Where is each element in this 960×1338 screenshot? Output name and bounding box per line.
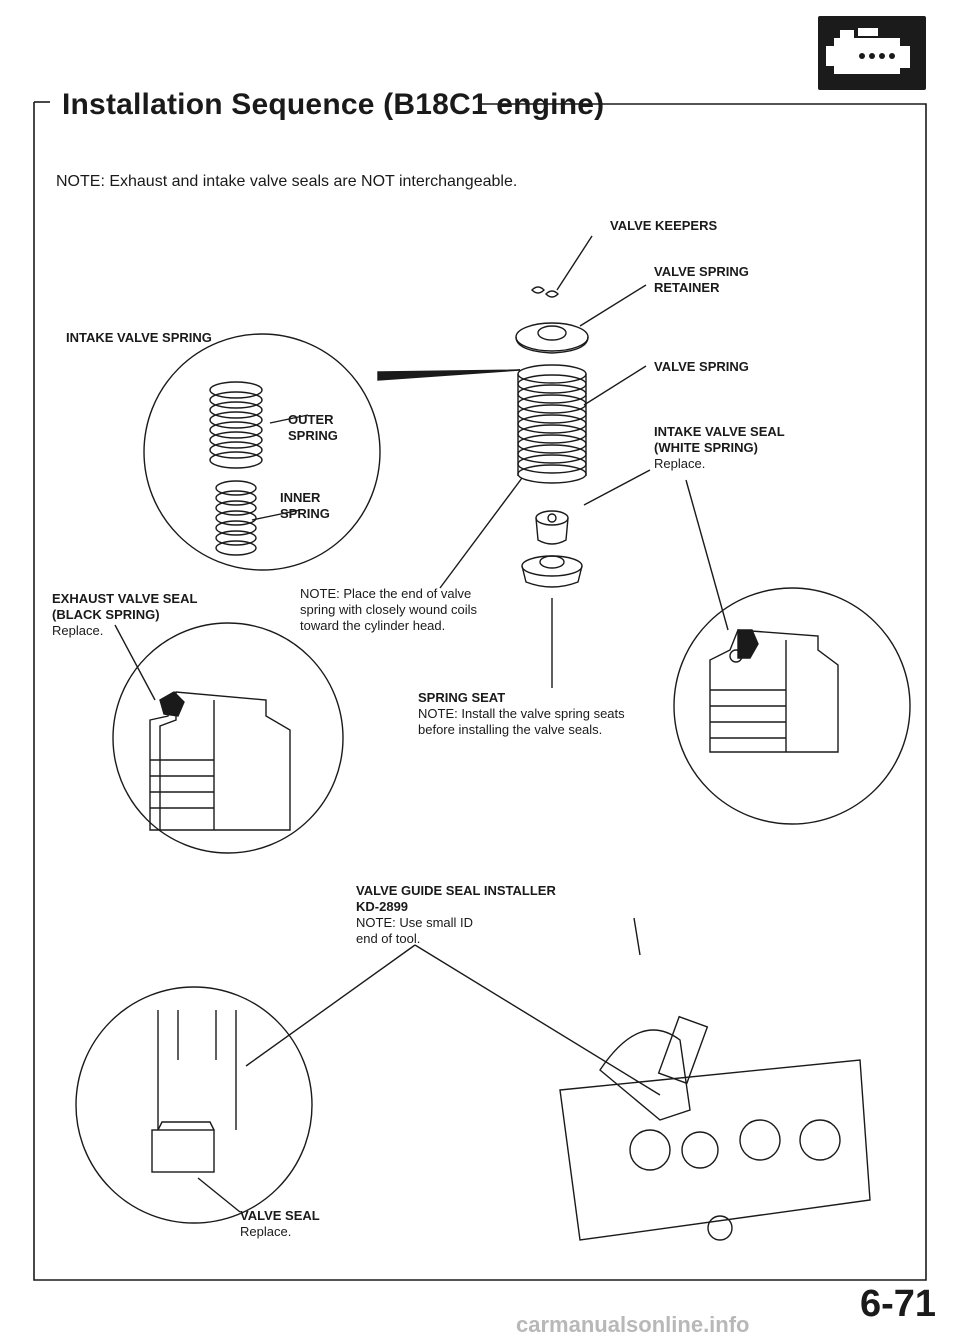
label-valve-spring: VALVE SPRING	[654, 359, 749, 374]
label-exhaust-seal-3: Replace.	[52, 623, 104, 638]
label-spring-seat: SPRING SEAT	[418, 690, 506, 705]
label-inner-spring-1: INNER	[280, 490, 321, 505]
label-outer-spring-1: OUTER	[288, 412, 334, 427]
label-exhaust-seal-2: (BLACK SPRING)	[52, 607, 160, 622]
note-seat-1: NOTE: Install the valve spring seats	[418, 706, 625, 721]
label-installer-1: VALVE GUIDE SEAL INSTALLER	[356, 883, 556, 898]
page-number: 6-71	[859, 1283, 936, 1325]
engine-icon	[818, 16, 926, 90]
label-valve-keepers: VALVE KEEPERS	[610, 218, 718, 233]
label-installer-4: end of tool.	[356, 931, 421, 946]
label-valve-spring-retainer-1: VALVE SPRING	[654, 264, 749, 279]
note-seat-2: before installing the valve seals.	[418, 722, 603, 737]
exhaust-intake-note: NOTE: Exhaust and intake valve seals are…	[56, 173, 518, 190]
label-outer-spring-2: SPRING	[288, 428, 338, 443]
label-intake-seal-3: Replace.	[654, 456, 706, 471]
label-valve-spring-retainer-2: RETAINER	[654, 280, 720, 295]
label-intake-valve-spring: INTAKE VALVE SPRING	[66, 330, 212, 345]
note-spring-3: toward the cylinder head.	[300, 618, 446, 633]
label-installer-3: NOTE: Use small ID	[356, 915, 474, 930]
note-spring-2: spring with closely wound coils	[300, 602, 478, 617]
label-valve-seal-2: Replace.	[240, 1224, 292, 1239]
label-inner-spring-2: SPRING	[280, 506, 330, 521]
watermark: carmanualsonline.info	[516, 1312, 750, 1337]
label-valve-seal-1: VALVE SEAL	[240, 1208, 320, 1223]
label-intake-seal-1: INTAKE VALVE SEAL	[654, 424, 785, 439]
label-installer-2: KD-2899	[356, 899, 409, 914]
note-spring-1: NOTE: Place the end of valve	[300, 586, 472, 601]
label-exhaust-seal-1: EXHAUST VALVE SEAL	[52, 591, 198, 606]
page-title: Installation Sequence (B18C1 engine)	[62, 88, 605, 121]
label-intake-seal-2: (WHITE SPRING)	[654, 440, 758, 455]
